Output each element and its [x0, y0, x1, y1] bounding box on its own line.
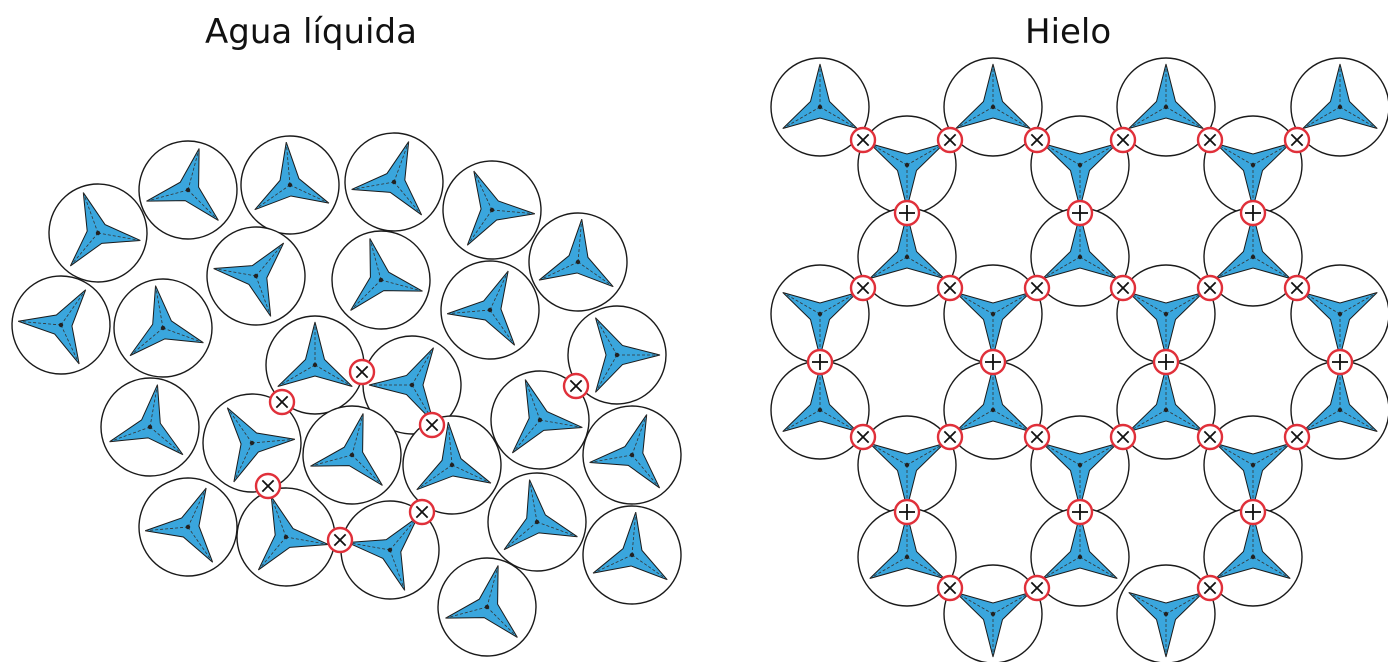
hydrogen-bond-ring	[1152, 348, 1180, 376]
liquid-water-molecule	[567, 305, 667, 405]
hydrogen-bond-ring	[849, 126, 877, 154]
liquid-water-molecule	[582, 405, 682, 505]
hydrogen-bond-ring	[1239, 498, 1267, 526]
liquid-water-molecule	[344, 132, 444, 232]
ice-water-molecule	[1203, 207, 1303, 307]
ice-water-molecule	[1030, 415, 1130, 515]
hydrogen-bond-ring	[1196, 126, 1224, 154]
ice-water-molecule	[1290, 264, 1388, 364]
hydrogen-bond-ring	[893, 199, 921, 227]
ice-water-molecule	[1203, 115, 1303, 215]
hydrogen-bond-ring	[1066, 498, 1094, 526]
ice-water-molecule	[1290, 57, 1388, 157]
liquid-water-molecule	[340, 500, 440, 600]
liquid-water-molecule	[138, 477, 238, 577]
ice-water-molecule	[857, 207, 957, 307]
ice-lattice-panel	[770, 57, 1388, 662]
hydrogen-bond-ring	[1023, 274, 1051, 302]
hydrogen-bond-ring	[1023, 423, 1051, 451]
ice-water-molecule	[1203, 507, 1303, 607]
ice-water-molecule	[857, 507, 957, 607]
hydrogen-bond-ring	[408, 498, 436, 526]
liquid-water-molecule	[362, 335, 462, 435]
liquid-water-molecule	[240, 135, 340, 235]
ice-water-molecule	[943, 57, 1043, 157]
hydrogen-bond-ring	[348, 358, 376, 386]
ice-water-molecule	[1030, 115, 1130, 215]
ice-water-molecule	[770, 264, 870, 364]
hydrogen-bond-ring	[936, 574, 964, 602]
hydrogen-bond-ring	[1283, 126, 1311, 154]
liquid-water-molecule	[440, 260, 540, 360]
ice-water-molecule	[770, 57, 870, 157]
hydrogen-bond-ring	[1023, 574, 1051, 602]
liquid-water-molecule	[202, 393, 302, 493]
liquid-water-molecule	[331, 230, 431, 330]
ice-water-molecule	[1116, 264, 1216, 364]
hydrogen-bond-ring	[268, 388, 296, 416]
liquid-water-molecule	[402, 415, 502, 515]
hydrogen-bond-ring	[893, 498, 921, 526]
hydrogen-bond-ring	[936, 126, 964, 154]
ice-water-molecule	[1030, 207, 1130, 307]
hydrogen-bond-ring	[1196, 423, 1224, 451]
ice-water-molecule	[1116, 564, 1216, 662]
liquid-water-molecule	[437, 557, 537, 657]
hydrogen-bond-ring	[1283, 274, 1311, 302]
ice-water-molecule	[1116, 57, 1216, 157]
hydrogen-bond-ring	[1109, 126, 1137, 154]
hydrogen-bond-ring	[1109, 423, 1137, 451]
liquid-water-molecule	[302, 405, 402, 505]
liquid-water-molecule	[442, 160, 542, 260]
liquid-water-molecule	[48, 183, 148, 283]
hydrogen-bond-ring	[1109, 274, 1137, 302]
hydrogen-bond-ring	[1196, 574, 1224, 602]
liquid-water-molecule	[11, 275, 111, 375]
hydrogen-bond-ring	[1283, 423, 1311, 451]
hydrogen-bond-ring	[326, 526, 354, 554]
ice-water-molecule	[770, 360, 870, 460]
ice-water-molecule	[1203, 415, 1303, 515]
liquid-water-molecule	[528, 212, 628, 312]
liquid-water-molecule	[582, 505, 682, 605]
liquid-water-panel	[11, 132, 682, 657]
hydrogen-bond-ring	[849, 274, 877, 302]
hydrogen-bond-ring	[1066, 199, 1094, 227]
liquid-water-molecule	[487, 472, 587, 572]
ice-water-molecule	[1030, 507, 1130, 607]
ice-water-molecule	[943, 360, 1043, 460]
hydrogen-bond-ring	[936, 423, 964, 451]
ice-water-molecule	[857, 415, 957, 515]
hydrogen-bond-ring	[1239, 199, 1267, 227]
ice-title: Hielo	[1025, 12, 1112, 52]
ice-water-molecule	[1116, 360, 1216, 460]
liquid-water-molecule	[206, 226, 306, 326]
liquid-water-molecule	[113, 278, 213, 378]
hydrogen-bond-ring	[806, 348, 834, 376]
liquid-water-title: Agua líquida	[205, 12, 417, 52]
ice-water-molecule	[943, 564, 1043, 662]
hydrogen-bond-ring	[1023, 126, 1051, 154]
hydrogen-bond-ring	[936, 274, 964, 302]
hydrogen-bond-ring	[1326, 348, 1354, 376]
liquid-water-molecule	[265, 315, 365, 415]
hydrogen-bond-ring	[254, 472, 282, 500]
hydrogen-bond-ring	[849, 423, 877, 451]
hydrogen-bond-ring	[562, 372, 590, 400]
ice-water-molecule	[1290, 360, 1388, 460]
ice-water-molecule	[943, 264, 1043, 364]
hydrogen-bond-ring	[418, 411, 446, 439]
liquid-water-molecule	[100, 377, 200, 477]
liquid-water-molecule	[138, 140, 238, 240]
liquid-water-molecule	[490, 370, 590, 470]
hydrogen-bond-ring	[979, 348, 1007, 376]
hydrogen-bond-ring	[1196, 274, 1224, 302]
liquid-water-molecule	[236, 487, 336, 587]
